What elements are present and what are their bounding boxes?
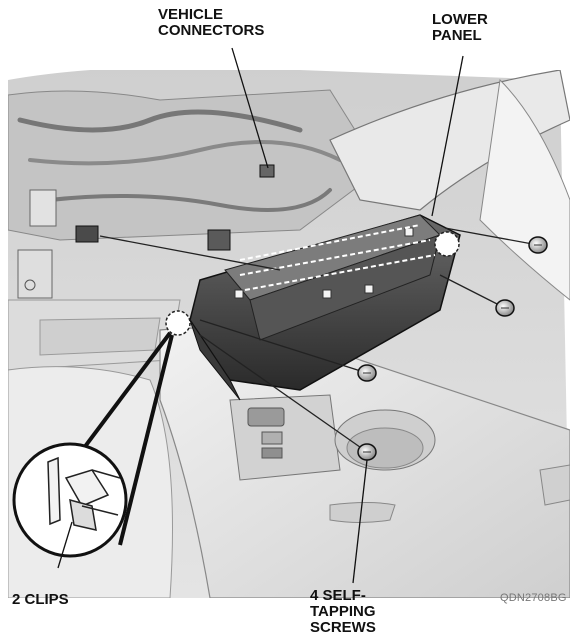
screw-leader-lines <box>99 227 539 453</box>
clip-detail-callout <box>12 331 174 558</box>
screw-icon <box>357 364 377 382</box>
alignment-lines <box>239 224 436 291</box>
screw-icon <box>357 443 377 461</box>
lower-panel-label: LOWER PANEL <box>432 12 488 44</box>
vehicle-connectors-label: VEHICLE CONNECTORS <box>158 7 264 39</box>
label-line: PANEL <box>432 27 482 44</box>
vehicle-connectors <box>75 164 275 251</box>
lower-panel <box>165 214 461 401</box>
label-leader-lines <box>57 47 464 584</box>
label-line: 2 CLIPS <box>12 591 69 608</box>
label-line: CONNECTORS <box>158 22 265 39</box>
label-line: 4 SELF- <box>310 587 366 604</box>
screws-label: 4 SELF- TAPPING SCREWS <box>310 588 376 636</box>
screw-icon <box>528 236 548 254</box>
label-line: VEHICLE <box>158 6 224 23</box>
figure-code: QDN2708BG <box>500 592 567 604</box>
label-line: SCREWS <box>310 619 376 636</box>
clips-label: 2 CLIPS <box>12 592 69 608</box>
screw-icon <box>495 299 515 317</box>
label-line: LOWER <box>432 11 488 28</box>
label-line: TAPPING <box>310 603 376 620</box>
clip-icon <box>47 456 121 531</box>
self-tapping-screws <box>357 236 548 461</box>
